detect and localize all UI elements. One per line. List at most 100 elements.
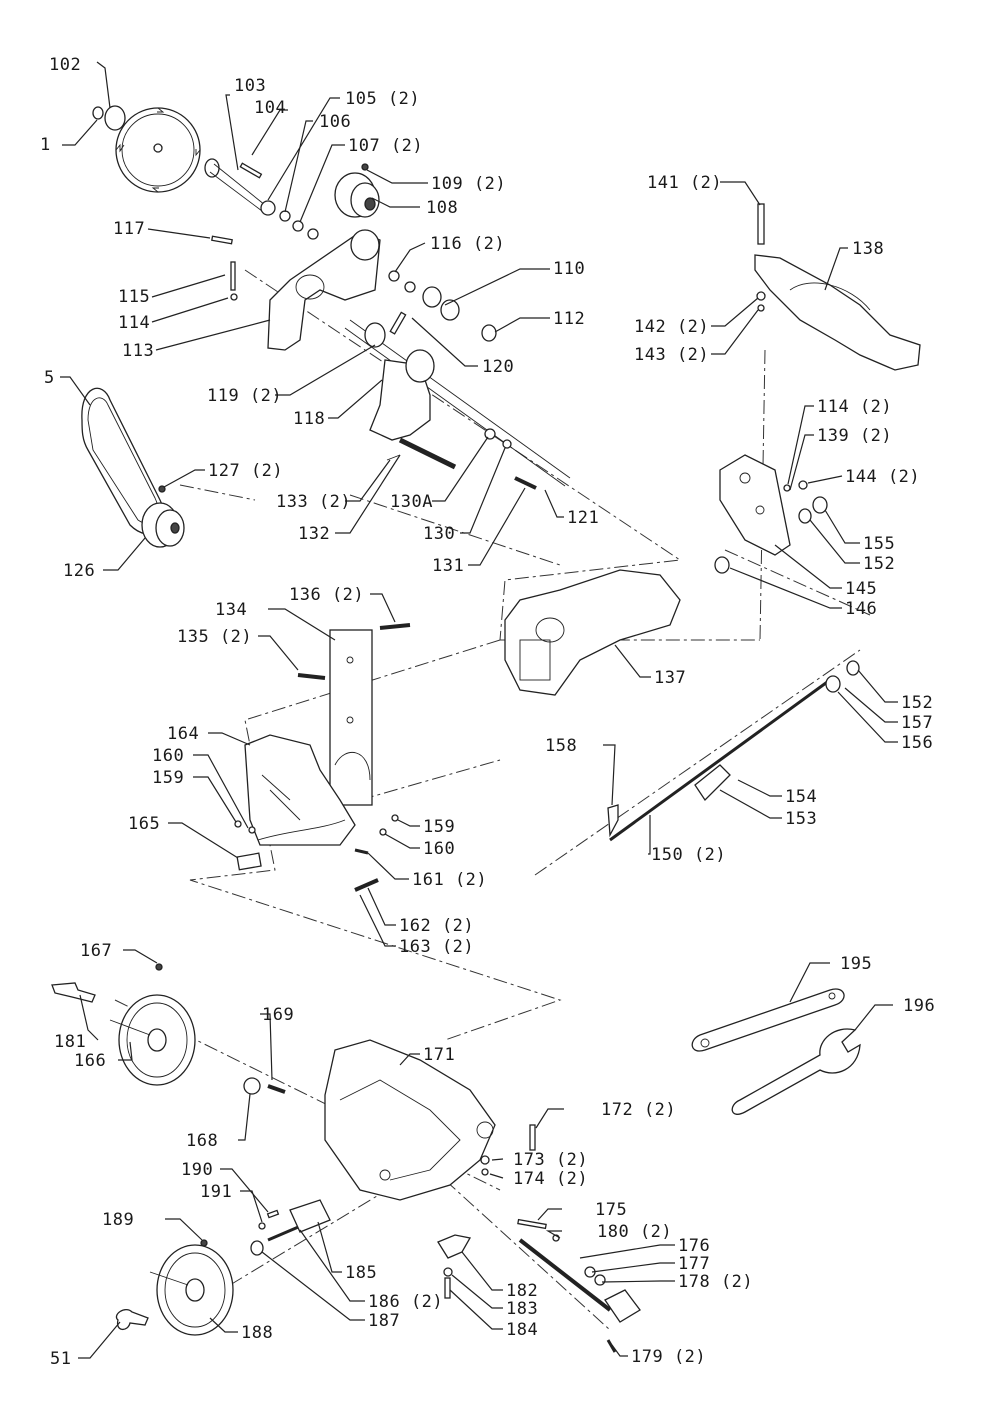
washer-116a bbox=[388, 270, 400, 282]
callout-154: 154 bbox=[785, 787, 817, 807]
callout-196: 196 bbox=[903, 996, 935, 1016]
key-117 bbox=[211, 235, 233, 245]
washer-a bbox=[279, 210, 291, 222]
callout-120: 120 bbox=[482, 357, 514, 377]
washer-173 bbox=[480, 1155, 490, 1165]
callout-144: 144 (2) bbox=[845, 467, 920, 487]
callout-114b: 114 (2) bbox=[817, 397, 892, 417]
bolt-136 bbox=[379, 623, 411, 630]
arbor-pulley bbox=[334, 172, 380, 218]
callout-195: 195 bbox=[840, 954, 872, 974]
callout-171: 171 bbox=[423, 1045, 455, 1065]
washer-130 bbox=[502, 439, 512, 449]
callout-182: 182 bbox=[506, 1281, 538, 1301]
callout-152a: 152 bbox=[863, 554, 895, 574]
callout-160b: 160 bbox=[423, 839, 455, 859]
leader-lines bbox=[60, 61, 898, 1359]
callout-158: 158 bbox=[545, 736, 577, 756]
callout-109: 109 (2) bbox=[431, 174, 506, 194]
callout-104: 104 bbox=[254, 98, 286, 118]
callout-165: 165 bbox=[128, 814, 160, 834]
nut-112 bbox=[481, 324, 497, 342]
bearing-a bbox=[260, 200, 276, 216]
front-trunnion bbox=[504, 569, 681, 696]
callout-172: 172 (2) bbox=[601, 1100, 676, 1120]
callout-157: 157 bbox=[901, 713, 933, 733]
callout-166: 166 bbox=[74, 1051, 106, 1071]
plate-134 bbox=[329, 629, 373, 806]
screw-191 bbox=[258, 1222, 266, 1230]
washer-144 bbox=[798, 480, 808, 490]
callout-190: 190 bbox=[181, 1160, 213, 1180]
bolt-169 bbox=[267, 1084, 286, 1094]
callout-187: 187 bbox=[368, 1311, 400, 1331]
bolt-141 bbox=[757, 203, 765, 245]
set-screw-167 bbox=[155, 963, 163, 971]
arbor-bracket bbox=[267, 229, 381, 351]
callout-186: 186 (2) bbox=[368, 1292, 443, 1312]
callout-156: 156 bbox=[901, 733, 933, 753]
callout-159a: 159 bbox=[152, 768, 184, 788]
washer-160b bbox=[379, 828, 387, 836]
callout-168: 168 bbox=[186, 1131, 218, 1151]
washer-130A bbox=[484, 428, 496, 440]
callout-162: 162 (2) bbox=[399, 916, 474, 936]
nut-155 bbox=[812, 496, 828, 514]
callout-115: 115 bbox=[118, 287, 150, 307]
nut-183 bbox=[443, 1267, 453, 1277]
callout-131: 131 bbox=[432, 556, 464, 576]
callout-167: 167 bbox=[80, 941, 112, 961]
trunnion-bracket-145 bbox=[719, 454, 791, 556]
callout-169: 169 bbox=[262, 1005, 294, 1025]
bolt-131 bbox=[514, 476, 537, 490]
bolt-115 bbox=[230, 261, 236, 291]
callout-185: 185 bbox=[345, 1263, 377, 1283]
screw-159a bbox=[234, 820, 242, 828]
callout-118: 118 bbox=[293, 409, 325, 429]
callout-5: 5 bbox=[44, 368, 55, 388]
pin-179 bbox=[606, 1339, 617, 1353]
callout-141: 141 (2) bbox=[647, 173, 722, 193]
callout-51: 51 bbox=[50, 1349, 71, 1369]
washer-178 bbox=[594, 1274, 606, 1286]
pin-135 bbox=[297, 673, 326, 680]
nut-174 bbox=[481, 1168, 489, 1176]
callout-161: 161 (2) bbox=[412, 870, 487, 890]
washer-b bbox=[292, 220, 304, 232]
callout-130: 130 bbox=[423, 524, 455, 544]
trunnion-bracket-118 bbox=[344, 311, 571, 487]
callout-130A: 130A bbox=[390, 492, 433, 512]
callout-189: 189 bbox=[102, 1210, 134, 1230]
callout-160a: 160 bbox=[152, 746, 184, 766]
washer-160a bbox=[248, 826, 256, 834]
callout-142: 142 (2) bbox=[634, 317, 709, 337]
callout-159b: 159 bbox=[423, 817, 455, 837]
callout-178: 178 (2) bbox=[678, 1272, 753, 1292]
collar-185 bbox=[289, 1199, 331, 1233]
handwheel-166 bbox=[109, 994, 196, 1086]
washer-187 bbox=[250, 1240, 264, 1256]
washer-152a bbox=[798, 508, 812, 524]
pin-161 bbox=[354, 848, 369, 855]
callout-113: 113 bbox=[122, 341, 154, 361]
tilt-shaft bbox=[609, 660, 860, 842]
motor-pulley bbox=[141, 502, 185, 548]
callout-163: 163 (2) bbox=[399, 937, 474, 957]
bolt-162 bbox=[354, 878, 379, 892]
washer-142 bbox=[756, 291, 766, 301]
screw-133 bbox=[386, 454, 401, 461]
bolt-184 bbox=[444, 1277, 451, 1299]
callout-175: 175 bbox=[595, 1200, 627, 1220]
pin-132 bbox=[398, 437, 457, 470]
callout-1: 1 bbox=[40, 135, 51, 155]
set-screw-189 bbox=[200, 1239, 208, 1247]
washer-114 bbox=[230, 293, 238, 301]
callout-117: 117 bbox=[113, 219, 145, 239]
bearing-110 bbox=[422, 286, 442, 308]
callout-106: 106 bbox=[319, 112, 351, 132]
wrench-196 bbox=[731, 1028, 861, 1115]
handle-51 bbox=[115, 1308, 149, 1331]
callout-107: 107 (2) bbox=[348, 136, 423, 156]
callout-137: 137 bbox=[654, 668, 686, 688]
callout-103: 103 bbox=[234, 76, 266, 96]
